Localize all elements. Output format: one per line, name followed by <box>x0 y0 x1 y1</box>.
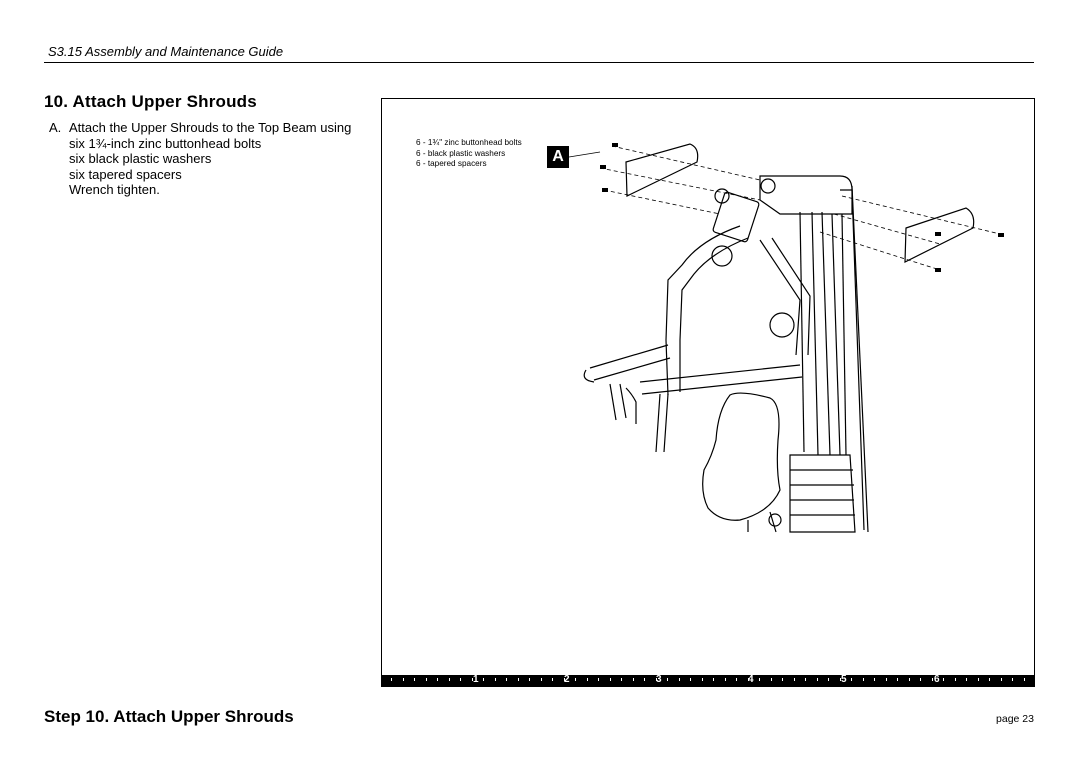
ruler-tick <box>793 678 795 681</box>
page-number: page 23 <box>996 713 1034 725</box>
ruler-tick <box>517 678 519 681</box>
ruler-tick <box>655 678 657 681</box>
ruler-tick <box>759 678 760 681</box>
ruler-tick <box>931 678 933 681</box>
ruler-tick <box>897 678 898 681</box>
ruler-tick <box>736 678 737 681</box>
ruler-tick <box>1023 678 1025 681</box>
ruler-tick <box>667 678 668 681</box>
instruction-label: A. <box>49 120 62 135</box>
instruction-line: Attach the Upper Shrouds to the Top Beam… <box>69 120 352 135</box>
ruler-tick <box>1012 678 1013 681</box>
ruler-tick <box>920 678 921 681</box>
ruler-tick <box>621 678 622 681</box>
ruler-tick <box>828 678 829 681</box>
ruler-tick <box>885 678 887 681</box>
ruler-mark: 5 <box>841 674 847 685</box>
instructions: A. Attach the Upper Shrouds to the Top B… <box>49 120 351 198</box>
instruction-line: six 1¾-inch zinc buttonhead bolts <box>69 135 262 151</box>
ruler-tick <box>862 678 864 681</box>
ruler-mark: 2 <box>564 674 570 685</box>
part-item: 6 - 1¾" zinc buttonhead bolts <box>416 138 522 147</box>
ruler-tick <box>839 678 841 681</box>
ruler-tick <box>471 678 473 681</box>
ruler-mark: 1 <box>473 674 479 685</box>
header-rule <box>44 62 1034 63</box>
ruler-tick <box>448 678 450 681</box>
top-beam <box>759 175 853 215</box>
ruler-tick <box>402 678 404 681</box>
step-title: Step 10. Attach Upper Shrouds <box>44 707 294 726</box>
section-heading: 10. Attach Upper Shrouds <box>44 92 257 111</box>
ruler-tick <box>506 678 507 681</box>
ruler-tick <box>437 678 438 681</box>
ruler-mark: 6 <box>934 674 940 685</box>
right-shroud <box>904 207 975 263</box>
ruler-tick <box>805 678 806 681</box>
scale-ruler: 1 2 3 4 5 6 <box>381 674 1035 687</box>
left-shroud <box>625 143 699 197</box>
ruler-tick <box>713 678 714 681</box>
ruler-tick <box>529 678 530 681</box>
parts-callout: 6 - 1¾" zinc buttonhead bolts 6 - black … <box>416 138 522 170</box>
ruler-tick <box>816 678 818 681</box>
ruler-tick <box>598 678 599 681</box>
ruler-tick <box>989 678 990 681</box>
ruler-tick <box>552 678 553 681</box>
ruler-tick <box>874 678 875 681</box>
callout-label: A <box>547 146 569 168</box>
ruler-tick <box>483 678 484 681</box>
ruler-tick <box>586 678 588 681</box>
ruler-tick <box>391 678 392 681</box>
instruction-line: six black plastic washers <box>69 151 212 166</box>
ruler-tick <box>425 678 427 681</box>
ruler-tick <box>644 678 645 681</box>
ruler-tick <box>575 678 576 681</box>
ruler-tick <box>494 678 496 681</box>
ruler-tick <box>770 678 772 681</box>
ruler-tick <box>977 678 979 681</box>
ruler-tick <box>747 678 749 681</box>
ruler-tick <box>609 678 611 681</box>
instruction-line: six tapered spacers <box>69 166 182 182</box>
ruler-mark: 4 <box>748 674 754 685</box>
ruler-tick <box>1000 678 1002 681</box>
ruler-tick <box>851 678 852 681</box>
ruler-tick <box>908 678 910 681</box>
guide-title: S3.15 Assembly and Maintenance Guide <box>48 44 284 59</box>
ruler-tick <box>414 678 415 681</box>
ruler-tick <box>954 678 956 681</box>
ruler-tick <box>966 678 967 681</box>
ruler-tick <box>632 678 634 681</box>
ruler-mark: 3 <box>656 674 662 685</box>
ruler-tick <box>460 678 461 681</box>
ruler-tick <box>724 678 726 681</box>
part-item: 6 - black plastic washers <box>416 148 506 158</box>
part-item: 6 - tapered spacers <box>416 159 487 168</box>
ruler-tick <box>678 678 680 681</box>
ruler-tick <box>943 678 944 681</box>
ruler-tick <box>690 678 691 681</box>
ruler-tick <box>701 678 703 681</box>
ruler-tick <box>782 678 783 681</box>
ruler-tick <box>563 678 565 681</box>
instruction-line: Wrench tighten. <box>69 182 160 197</box>
ruler-tick <box>540 678 542 681</box>
